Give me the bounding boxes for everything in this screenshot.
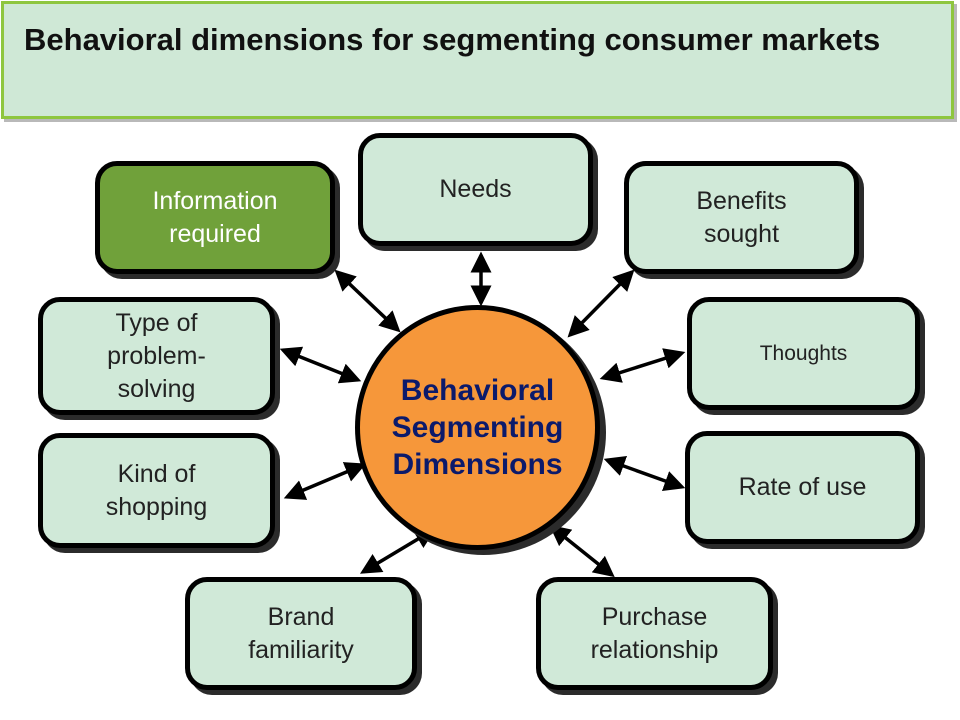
node-brand-familiarity: Brand familiarity: [185, 577, 417, 690]
node-purchase-relationship-label: Purchase relationship: [590, 602, 719, 664]
node-kind-of-shopping: Kind of shopping: [38, 433, 275, 548]
node-information-required: Information required: [95, 161, 335, 274]
node-purchase-relationship: Purchase relationship: [536, 577, 773, 690]
arrow-purchase: [549, 524, 615, 578]
node-type-of-problem-solving: Type of problem-solving: [38, 297, 275, 415]
arrow-rate-of-use: [603, 456, 686, 491]
page-title: Behavioral dimensions for segmenting con…: [24, 22, 881, 57]
node-information-required-label: Information required: [152, 186, 278, 248]
arrow-brand: [359, 528, 437, 574]
node-brand-familiarity-label: Brand familiarity: [248, 602, 354, 664]
node-benefits-sought: Benefits sought: [624, 161, 859, 274]
center-circle: Behavioral Segmenting Dimensions: [355, 305, 600, 550]
node-kind-of-shopping-label: Kind of shopping: [105, 459, 208, 521]
center-label: Behavioral Segmenting Dimensions: [391, 374, 564, 481]
arrow-benefits: [567, 269, 635, 338]
arrow-thoughts: [599, 348, 686, 383]
node-thoughts-label: Thoughts: [759, 342, 848, 365]
arrow-problem-solving: [279, 346, 362, 384]
node-type-of-problem-solving-label: Type of problem-solving: [107, 308, 206, 403]
arrow-information: [334, 269, 401, 333]
node-needs-label: Needs: [439, 175, 512, 203]
node-needs: Needs: [358, 133, 593, 246]
node-rate-of-use-label: Rate of use: [738, 473, 867, 501]
arrow-shopping: [283, 462, 367, 500]
node-benefits-sought-label: Benefits sought: [696, 186, 787, 248]
node-thoughts: Thoughts: [687, 297, 920, 410]
title-banner: Behavioral dimensions for segmenting con…: [1, 1, 954, 119]
node-rate-of-use: Rate of use: [685, 431, 920, 544]
